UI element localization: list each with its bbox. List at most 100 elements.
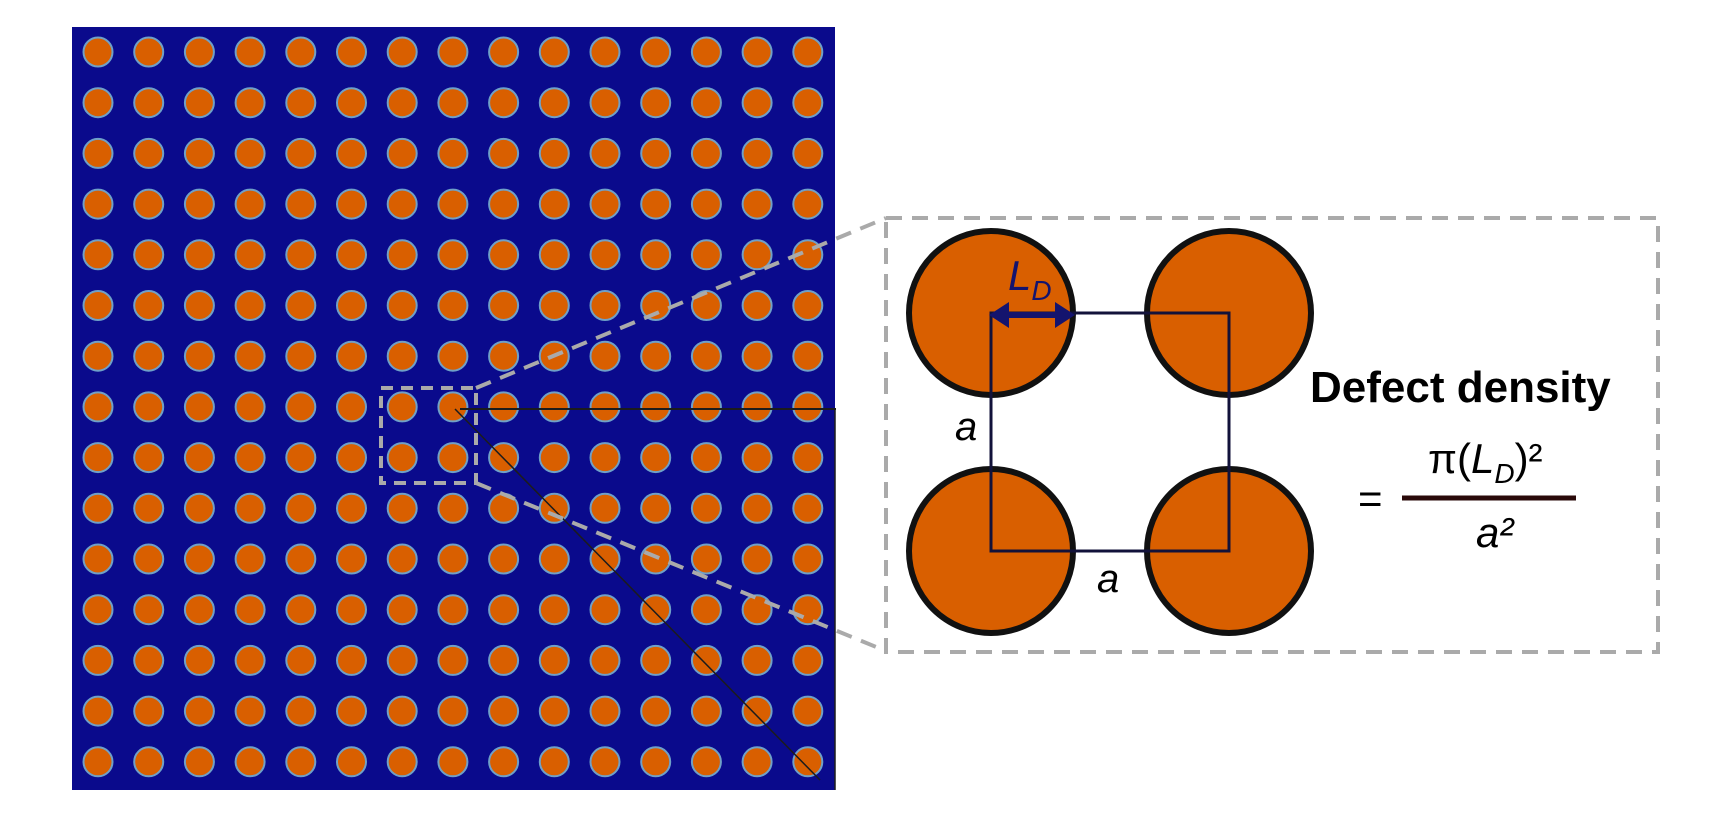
lattice-defect — [82, 36, 114, 68]
lattice-defect — [386, 239, 418, 271]
lattice-constant-left: a — [955, 405, 977, 449]
lattice-defect — [792, 188, 824, 220]
lattice-defect — [690, 137, 722, 169]
lattice-defect — [488, 746, 520, 778]
selection-box — [379, 386, 478, 485]
lattice-defect — [183, 543, 215, 575]
lattice-defect — [538, 644, 570, 676]
lattice-defect — [640, 543, 672, 575]
lattice-defect — [234, 340, 266, 372]
lattice-defect — [285, 36, 317, 68]
lattice-defect — [589, 492, 621, 524]
lattice-defect — [741, 290, 773, 321]
defect-density-formula: Defect density π(LD)² = a² — [1310, 363, 1611, 556]
lattice-defect — [285, 492, 317, 524]
lattice-defect — [488, 340, 520, 372]
lattice-defect — [285, 391, 317, 423]
lattice-defect — [792, 290, 824, 321]
lattice-defect — [82, 695, 114, 727]
lattice-defect — [285, 644, 317, 676]
lattice-defect — [386, 543, 418, 575]
lattice-defect — [690, 746, 722, 778]
lattice-defect — [792, 87, 824, 119]
lattice-defect — [285, 87, 317, 119]
lattice-defect — [336, 87, 367, 119]
lattice-defect — [386, 644, 418, 676]
lattice-defect — [538, 492, 570, 524]
lattice-defect — [690, 239, 722, 271]
lattice-defect — [538, 391, 570, 423]
lattice-defect — [234, 543, 266, 575]
lattice-defect — [82, 188, 114, 220]
lattice-defect — [133, 391, 165, 423]
lattice-defect — [488, 594, 520, 626]
lattice-defect — [538, 290, 570, 321]
zoom-connector-top — [475, 216, 887, 390]
lattice-defect — [488, 36, 520, 68]
defect-lattice-panel — [72, 27, 836, 790]
lattice-defect — [285, 543, 317, 575]
lattice-defect — [589, 442, 621, 474]
lattice-defect — [640, 340, 672, 372]
lattice-defect — [589, 36, 621, 68]
zoom-connector-bottom — [475, 481, 887, 653]
lattice-defect — [82, 746, 114, 778]
lattice-defect — [183, 340, 215, 372]
lattice-defect — [234, 391, 266, 423]
lattice-defect — [386, 442, 418, 474]
lattice-defect — [741, 442, 773, 474]
lattice-defect — [133, 239, 165, 271]
lattice-defect — [386, 137, 418, 169]
lattice-defect — [437, 442, 469, 474]
lattice-defect — [82, 239, 114, 271]
lattice-defect — [133, 543, 165, 575]
lattice-defect — [640, 239, 672, 271]
lattice-defect — [386, 188, 418, 220]
lattice-defect — [234, 442, 266, 474]
lattice-defect — [589, 239, 621, 271]
lattice-defect — [640, 746, 672, 778]
lattice-defect — [133, 442, 165, 474]
lattice-defect — [82, 87, 114, 119]
lattice-defect — [183, 239, 215, 271]
lattice-defect — [589, 188, 621, 220]
lattice-defect — [437, 594, 469, 626]
lattice-defect — [741, 746, 773, 778]
lattice-defect — [183, 137, 215, 169]
lattice-defect — [538, 594, 570, 626]
lattice-defect — [792, 594, 824, 626]
lattice-defect — [538, 87, 570, 119]
lattice-defect — [386, 36, 418, 68]
lattice-defect — [488, 290, 520, 321]
lattice-defect — [640, 188, 672, 220]
lattice-defect — [133, 87, 165, 119]
lattice-defect — [538, 543, 570, 575]
lattice-defect — [437, 87, 469, 119]
lattice-defect — [589, 695, 621, 727]
lattice-defect — [640, 644, 672, 676]
lattice-defect — [741, 492, 773, 524]
lattice-defect — [386, 695, 418, 727]
lattice-defect — [82, 137, 114, 169]
lattice-defect — [640, 594, 672, 626]
lattice-defect — [133, 695, 165, 727]
lattice-defect — [336, 290, 367, 321]
lattice-defect — [640, 492, 672, 524]
lattice-defect — [741, 340, 773, 372]
lattice-defect — [589, 543, 621, 575]
lattice-defect — [488, 188, 520, 220]
lattice-defect — [589, 137, 621, 169]
lattice-defect — [386, 87, 418, 119]
lattice-defect — [82, 391, 114, 423]
lattice-defect — [133, 36, 165, 68]
lattice-defect — [336, 442, 367, 474]
lattice-defect — [741, 239, 773, 271]
lattice-defect — [589, 644, 621, 676]
lattice-defect — [183, 746, 215, 778]
lattice-defect — [133, 594, 165, 626]
lattice-defect — [234, 492, 266, 524]
lattice-defect — [538, 239, 570, 271]
unit-cell-square — [989, 311, 1231, 553]
zoom-panel: LD a a Defect density π(LD)² = a² — [884, 216, 1660, 654]
